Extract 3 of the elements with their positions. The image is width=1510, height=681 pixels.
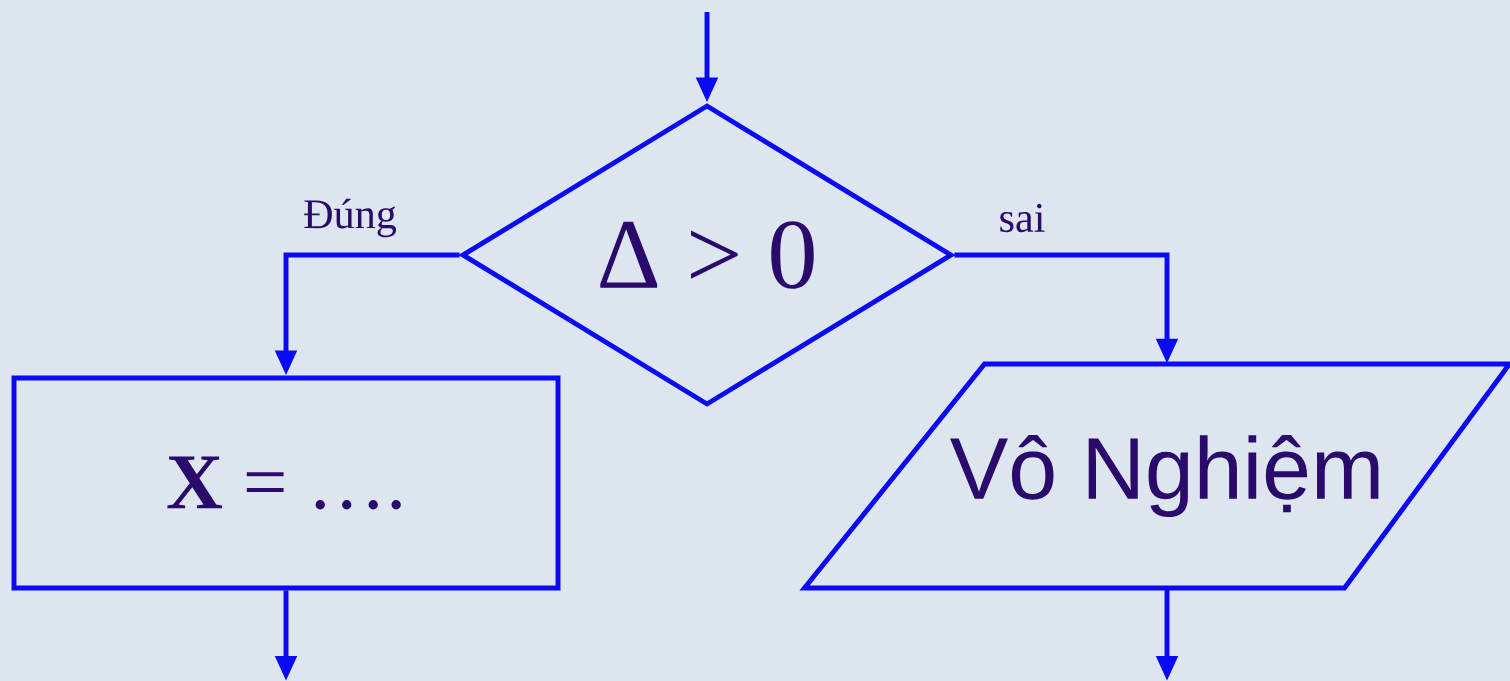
process-box: X = …. [11,375,561,591]
edge-label: sai [996,202,1048,234]
edge-label: Đúng [301,197,399,239]
